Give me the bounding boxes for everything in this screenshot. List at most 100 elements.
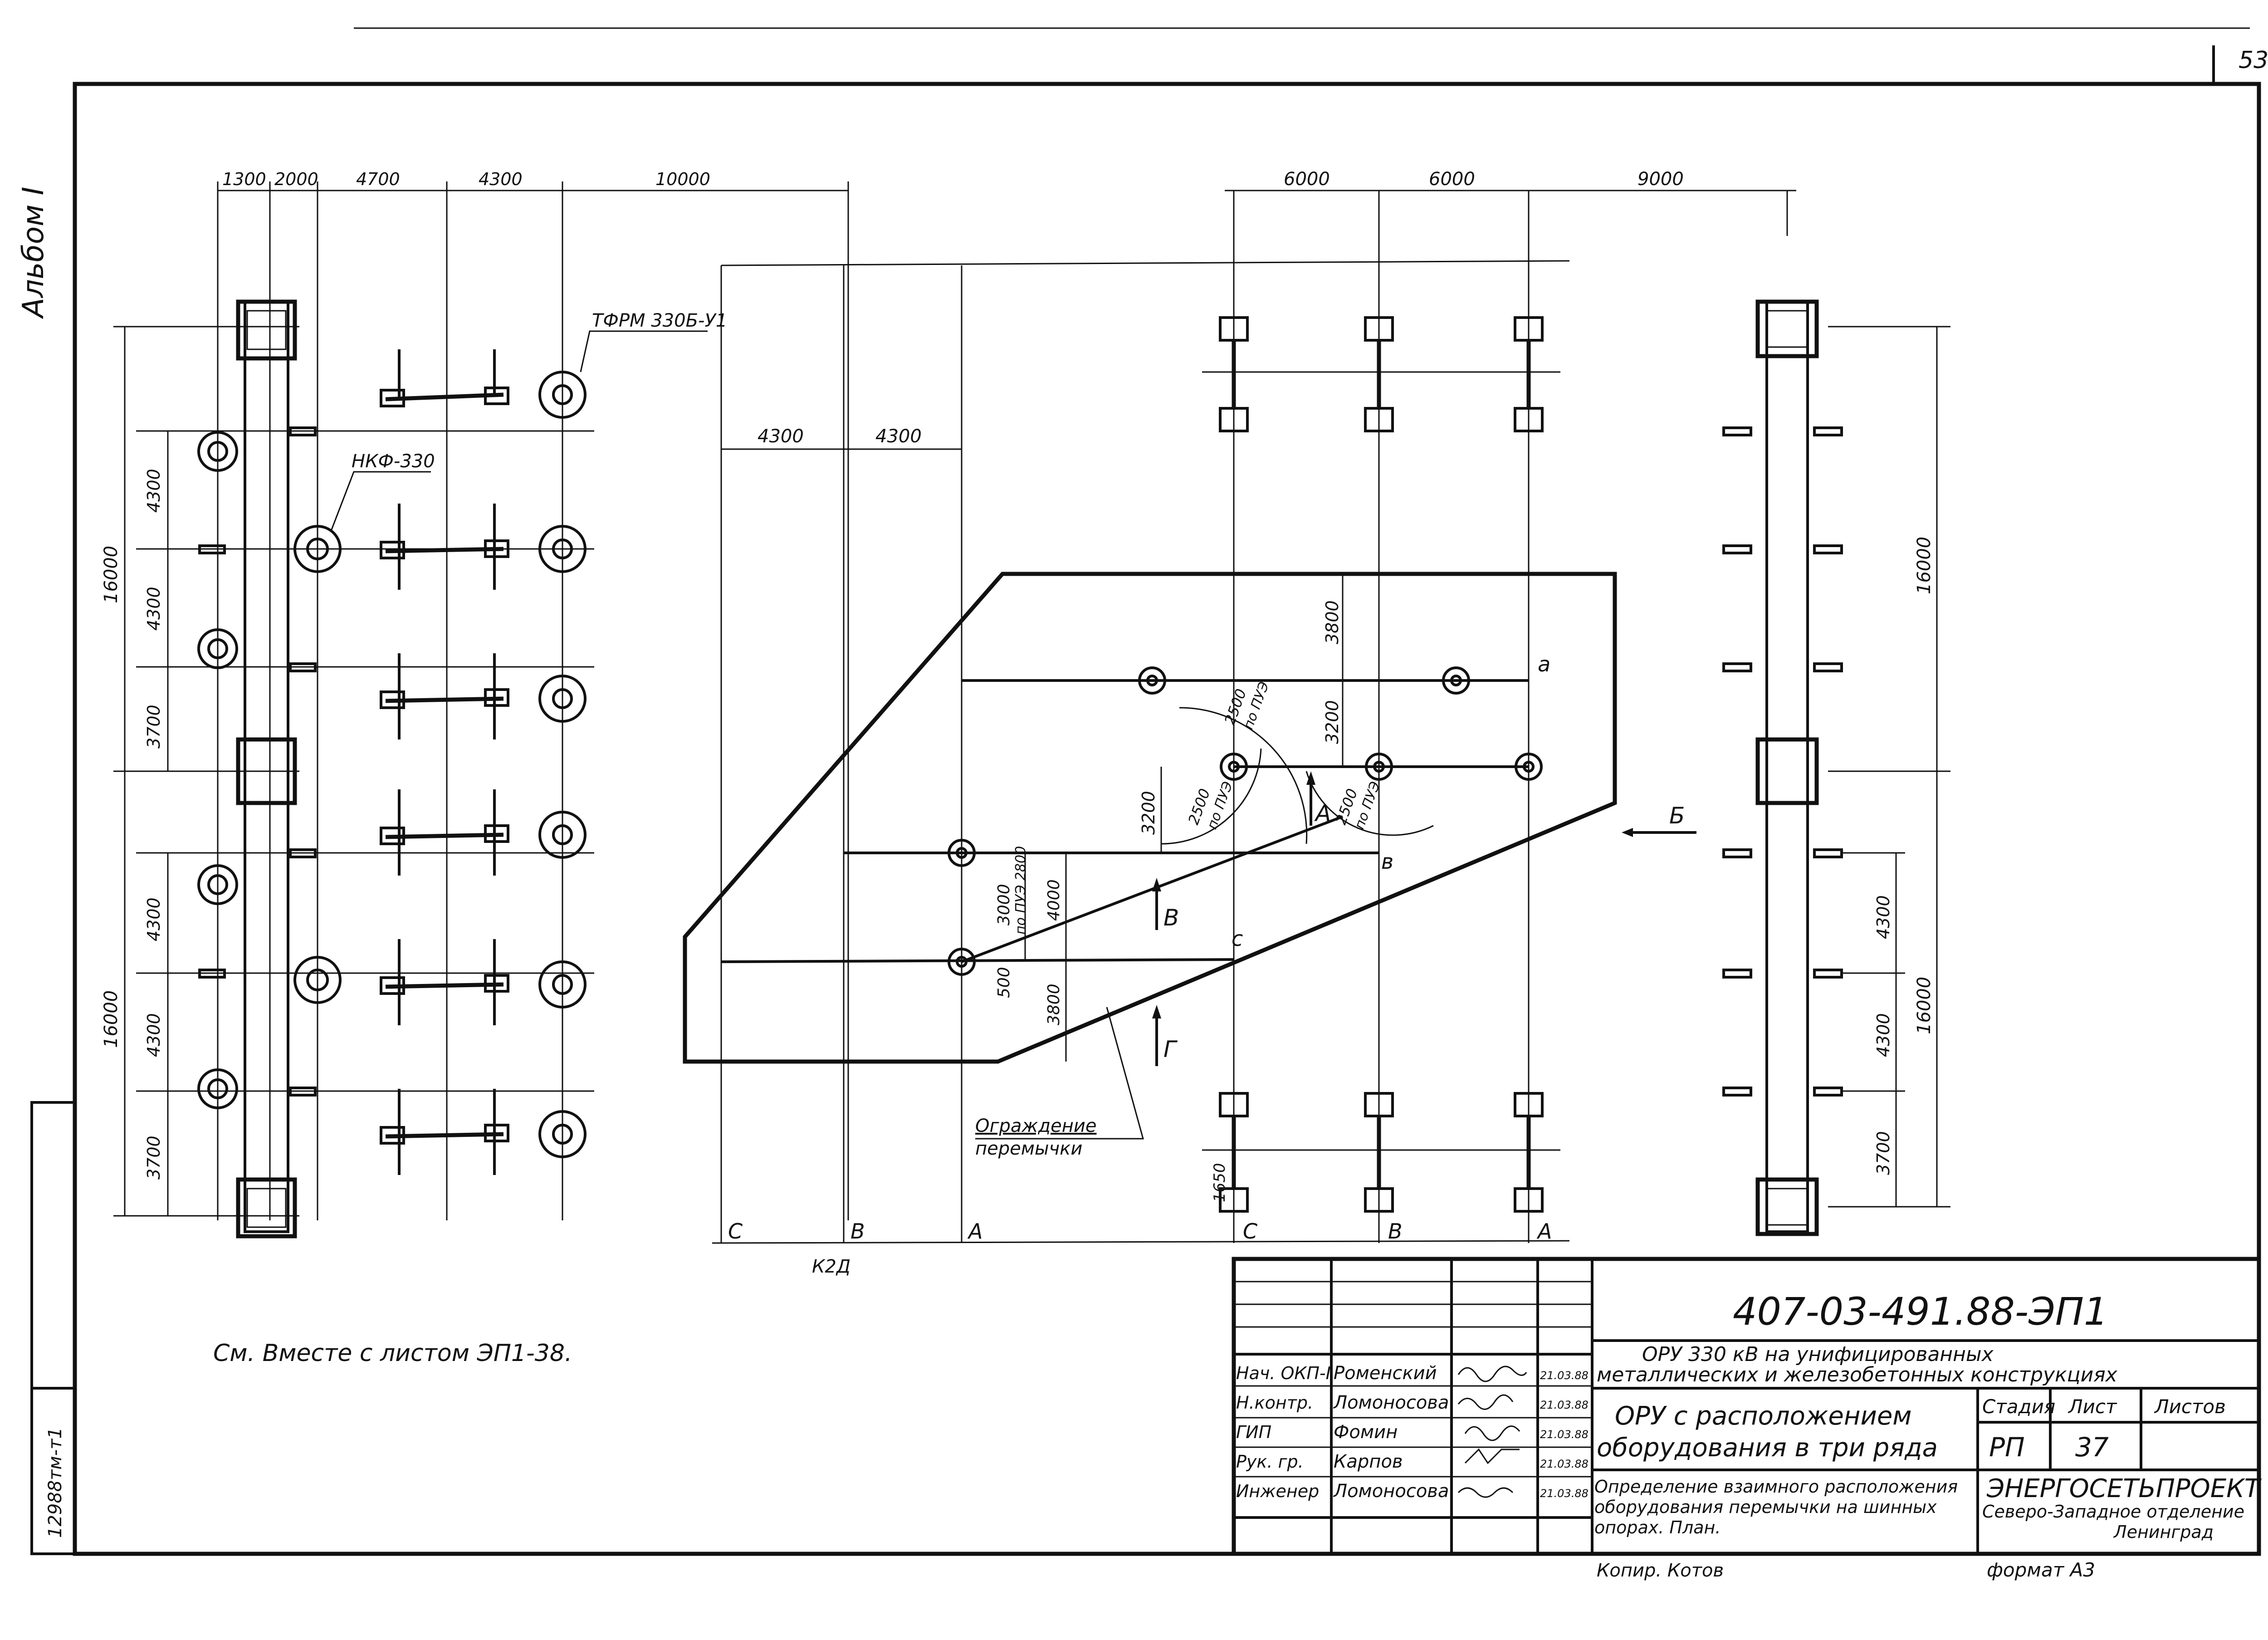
axis-right-a: А: [1536, 1219, 1552, 1243]
sheet-number: 53: [2239, 47, 2268, 74]
archive-stamp-box: [30, 1101, 76, 1555]
signer-name-3: Фомин: [1334, 1422, 1398, 1443]
dim-left-side-8: 3700: [144, 1136, 164, 1180]
signature-4: [1464, 1448, 1520, 1464]
signer-name-4: Карпов: [1334, 1451, 1403, 1472]
view-b: Б: [1669, 803, 1685, 829]
axis-left-a: А: [967, 1219, 982, 1243]
dim-mid-2: 4300: [875, 426, 922, 447]
org-3: Ленинград: [2113, 1522, 2214, 1542]
dim-left-side-1: 16000: [101, 546, 122, 603]
signature-3: [1464, 1425, 1520, 1441]
fence-label-1: Ограждение: [975, 1116, 1096, 1136]
right-plan: 16000 16000 4300 4300 3700: [1722, 299, 1950, 1236]
dim-right-top-2: 6000: [1429, 169, 1475, 190]
signer-date-2: 21.03.88: [1540, 1399, 1589, 1411]
dim-4000: 4000: [1045, 879, 1063, 921]
note: См. Вместе с листом ЭП1-38.: [213, 1340, 572, 1367]
dim-right-side-3: 4300: [1873, 895, 1893, 939]
label-nkf: НКФ-330: [352, 451, 435, 472]
signer-name-1: Роменский: [1334, 1363, 1437, 1384]
view-v: В: [1163, 905, 1179, 931]
fence-label-2: перемычки: [975, 1138, 1082, 1159]
dim-left-top-5: 10000: [655, 169, 710, 189]
signer-role-3: ГИП: [1236, 1422, 1271, 1442]
sheet-title-3: опорах. План.: [1594, 1518, 1721, 1537]
breaker-rows: [380, 349, 587, 1175]
view-a: А: [1314, 800, 1331, 827]
sheet-value: 37: [2075, 1432, 2109, 1463]
dim-right-top-1: 6000: [1284, 169, 1330, 190]
axis-right-b: В: [1388, 1219, 1403, 1243]
dim-left-top-1: 1300: [222, 169, 266, 189]
archive-code: 12988тм-т1: [45, 1427, 66, 1538]
dim-left-side-6: 4300: [144, 897, 164, 941]
project-line-2: металлических и железобетонных конструкц…: [1597, 1363, 2118, 1386]
label-tfrm: ТФРМ 330Б-У1: [592, 310, 727, 331]
dim-left-side-5: 16000: [101, 990, 122, 1048]
drawing-title-2: оборудования в три ряда: [1597, 1433, 1938, 1463]
signer-name-5: Ломоносова: [1333, 1481, 1449, 1502]
signature-2: [1457, 1394, 1514, 1410]
axis-right-c: С: [1243, 1219, 1257, 1243]
axis-left-b: В: [850, 1219, 865, 1243]
signer-date-1: 21.03.88: [1540, 1369, 1589, 1382]
dim-3800b: 3800: [1045, 984, 1063, 1025]
dim-3200b: 3200: [1139, 791, 1158, 835]
dim-left-top-2: 2000: [274, 169, 318, 189]
signer-role-5: Инженер: [1236, 1481, 1319, 1501]
left-plan: 1300 2000 4700 4300 10000 16000 4300 430…: [101, 169, 849, 1239]
stage-value: РП: [1989, 1432, 2025, 1463]
copied-by: Копир. Котов: [1597, 1560, 1724, 1581]
point-v: в: [1381, 849, 1393, 874]
point-a: а: [1538, 652, 1550, 676]
signature-1: [1457, 1366, 1527, 1382]
dim-mid-1: 4300: [758, 426, 804, 447]
org-2: Северо-Западное отделение: [1982, 1502, 2244, 1522]
format-label: формат А3: [1987, 1559, 2095, 1581]
signature-5: [1457, 1487, 1514, 1498]
signer-role-2: Н.контр.: [1236, 1393, 1313, 1413]
org-1: ЭНЕРГОСЕТЬПРОЕКТ: [1986, 1474, 2262, 1503]
dim-left-top-4: 4300: [479, 169, 523, 189]
doc-code: 407-03-491.88-ЭП1: [1733, 1289, 2108, 1334]
sheets-header: Листов: [2154, 1395, 2226, 1418]
dim-500: 500: [995, 967, 1013, 998]
dim-left-side-2: 4300: [144, 469, 164, 513]
view-g: Г: [1163, 1036, 1178, 1062]
dim-1650: 1650: [1211, 1163, 1229, 1202]
axis-left-c: С: [728, 1219, 743, 1243]
fence-outline: [683, 572, 1617, 1064]
sheet-title-1: Определение взаимного расположения: [1594, 1477, 1958, 1497]
project-line-1: ОРУ 330 кВ на унифицированных: [1642, 1343, 1994, 1366]
stage-header: Стадия: [1982, 1395, 2055, 1418]
k2d-label: К2Д: [812, 1256, 850, 1277]
dim-3000-sub: по ПУЭ 2800: [1013, 846, 1029, 935]
dim-left-side-4: 3700: [144, 705, 164, 749]
point-c: с: [1232, 926, 1243, 951]
dim-right-side-1: 16000: [1914, 537, 1935, 594]
dim-2500b-sub: по ПУЭ: [1204, 779, 1236, 832]
signer-role-4: Рук. гр.: [1236, 1452, 1304, 1472]
signer-role-1: Нач. ОКП-I: [1236, 1363, 1331, 1383]
dim-left-side-3: 4300: [144, 587, 164, 631]
title-block: 407-03-491.88-ЭП1 ОРУ 330 кВ на унифицир…: [1232, 1257, 2262, 1556]
drawing-title-1: ОРУ с расположением: [1615, 1401, 1912, 1431]
signer-date-5: 21.03.88: [1540, 1487, 1589, 1500]
dim-3200a: 3200: [1322, 700, 1342, 744]
signer-date-4: 21.03.88: [1540, 1458, 1589, 1470]
sheet-header: Лист: [2068, 1395, 2117, 1418]
dim-right-side-4: 4300: [1873, 1013, 1893, 1057]
sheet-title-2: оборудования перемычки на шинных: [1594, 1497, 1937, 1517]
dim-left-side-7: 4300: [144, 1013, 164, 1057]
dim-right-top-3: 9000: [1637, 169, 1684, 190]
signer-name-2: Ломоносова: [1333, 1392, 1449, 1413]
center-plan: 4300 4300 6000 6000 9000: [683, 169, 1796, 1277]
dim-3800: 3800: [1322, 600, 1342, 644]
side-label: Альбом I: [17, 186, 50, 319]
dim-3000: 3000: [995, 884, 1013, 925]
dim-right-side-2: 16000: [1914, 977, 1935, 1034]
drawing-frame: [73, 82, 2261, 1556]
dim-2500a-sub: по ПУЭ: [1241, 680, 1272, 732]
